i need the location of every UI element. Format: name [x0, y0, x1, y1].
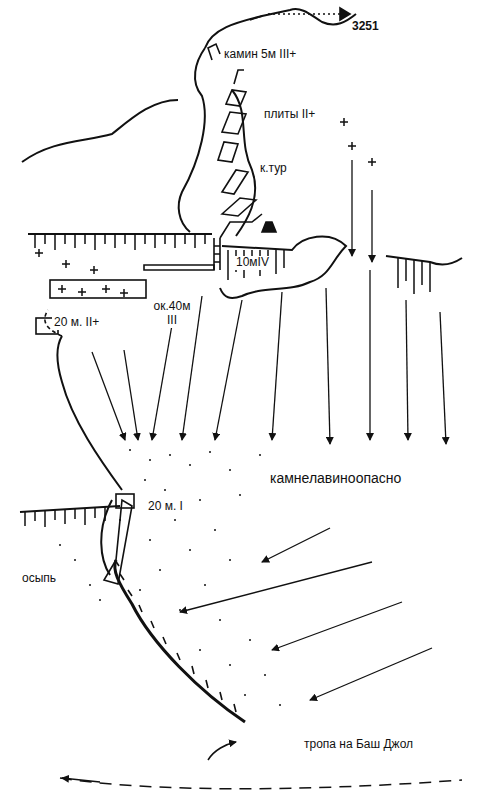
approach-route — [115, 560, 245, 722]
right-buttress — [220, 236, 346, 297]
summit-dotted — [268, 13, 340, 15]
route-label: к.тур — [258, 162, 289, 176]
route-line — [36, 8, 350, 722]
route-label: камин 5м III+ — [222, 48, 298, 62]
traverse — [144, 265, 214, 270]
ladder — [214, 238, 220, 270]
tour-mark — [262, 222, 276, 232]
route-label: осыпь — [20, 572, 58, 586]
scree-dots — [59, 449, 281, 706]
rockfall-arrow — [351, 160, 352, 256]
trail-arrow — [208, 742, 236, 760]
route-pitch — [104, 500, 132, 584]
gully-left-2 — [101, 500, 112, 575]
route-label: 20 м. II+ — [52, 316, 101, 330]
rockfall-arrow — [124, 350, 138, 440]
rockfall-arrow — [326, 288, 330, 444]
cliff-hatching — [25, 234, 430, 527]
route-label: тропа на Баш Джол — [302, 738, 415, 752]
hatch — [35, 234, 205, 250]
rockfall-arrow — [215, 300, 242, 440]
rockfall-arrow — [272, 292, 282, 440]
rockfall-arrow — [440, 312, 446, 444]
cross — [35, 118, 376, 297]
summit-ridge — [205, 9, 356, 48]
route-chevrons — [115, 560, 236, 712]
route-label: 20 м. I — [146, 500, 185, 514]
summit-flag — [340, 8, 350, 20]
hatch — [398, 258, 430, 294]
trail-dashed — [60, 778, 462, 789]
rockfall-arrow — [310, 648, 432, 700]
route-label: 10мIV — [234, 256, 271, 270]
route-label: ок.40м III — [148, 300, 196, 328]
pitch-box — [116, 494, 134, 508]
rockfall-arrow — [406, 300, 408, 440]
rockfall-arrow — [272, 602, 402, 650]
trail-arrow — [62, 778, 100, 782]
route-label: камнелавиноопасно — [268, 470, 403, 486]
left-tower — [179, 48, 205, 232]
route-label: 3251 — [350, 20, 381, 34]
rockfall-arrows — [92, 160, 446, 700]
gully-left — [58, 336, 123, 490]
route-upper — [218, 70, 262, 238]
cross-marks — [35, 118, 376, 297]
rockfall-arrow — [262, 528, 330, 562]
left-ridge — [22, 100, 178, 162]
rock-outline — [20, 9, 462, 575]
hatch — [228, 250, 284, 280]
route-label: плиты II+ — [262, 108, 317, 122]
rockfall-arrow — [180, 562, 372, 612]
rockfall-arrow — [92, 352, 125, 440]
rockfall-arrow — [369, 270, 370, 440]
rockfall-arrow — [371, 190, 372, 262]
hatch — [25, 507, 105, 527]
